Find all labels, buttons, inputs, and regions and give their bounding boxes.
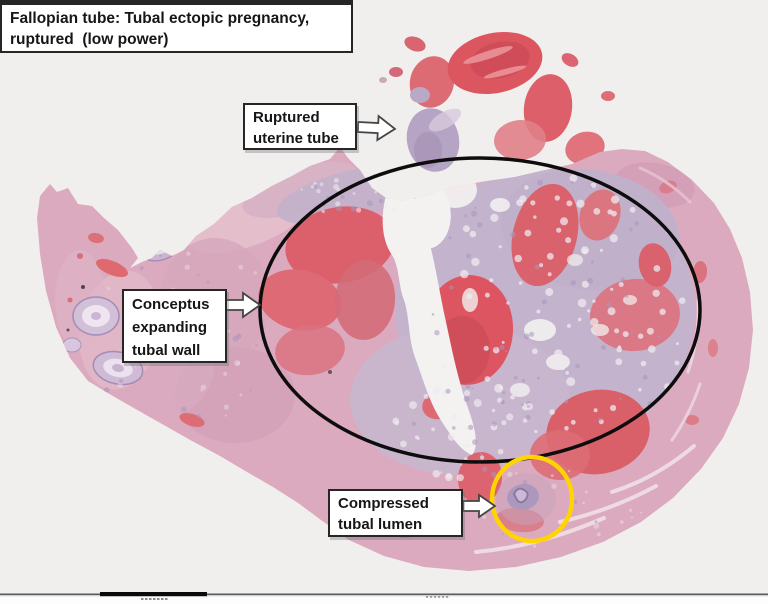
bottom-edge-artifacts [0,592,768,604]
figure-title-line1: Fallopian tube: Tubal ectopic pregnancy, [10,10,310,27]
annotation-overlays [224,114,702,544]
rupture-lip-tissue [406,108,462,172]
compressed-lumen-structure [496,473,556,525]
label-compressed-tubal-lumen: Compressed tubal lumen [328,489,463,537]
label-line: tubal wall [132,342,201,359]
label-line: Compressed [338,495,429,512]
label-line: expanding [132,319,208,336]
conceptus-arrow-icon [224,291,262,319]
ruptured-arrow-icon [356,114,397,142]
label-line: Ruptured [253,109,320,126]
conceptus-ellipse-annotation [258,156,702,464]
lumen-arrow-icon [462,493,497,519]
label-ruptured-uterine-tube: Ruptured uterine tube [243,103,357,150]
extruded-blood-clot [379,32,639,180]
lumen-circle-annotation [489,454,575,544]
figure-title: Fallopian tube: Tubal ectopic pregnancy,… [0,0,353,53]
figure-title-line2: ruptured (low power) [10,31,169,48]
label-line: tubal lumen [338,516,423,533]
label-line: uterine tube [253,130,339,147]
label-conceptus-expanding-tubal-wall: Conceptus expanding tubal wall [122,289,227,363]
label-line: Conceptus [132,296,210,313]
